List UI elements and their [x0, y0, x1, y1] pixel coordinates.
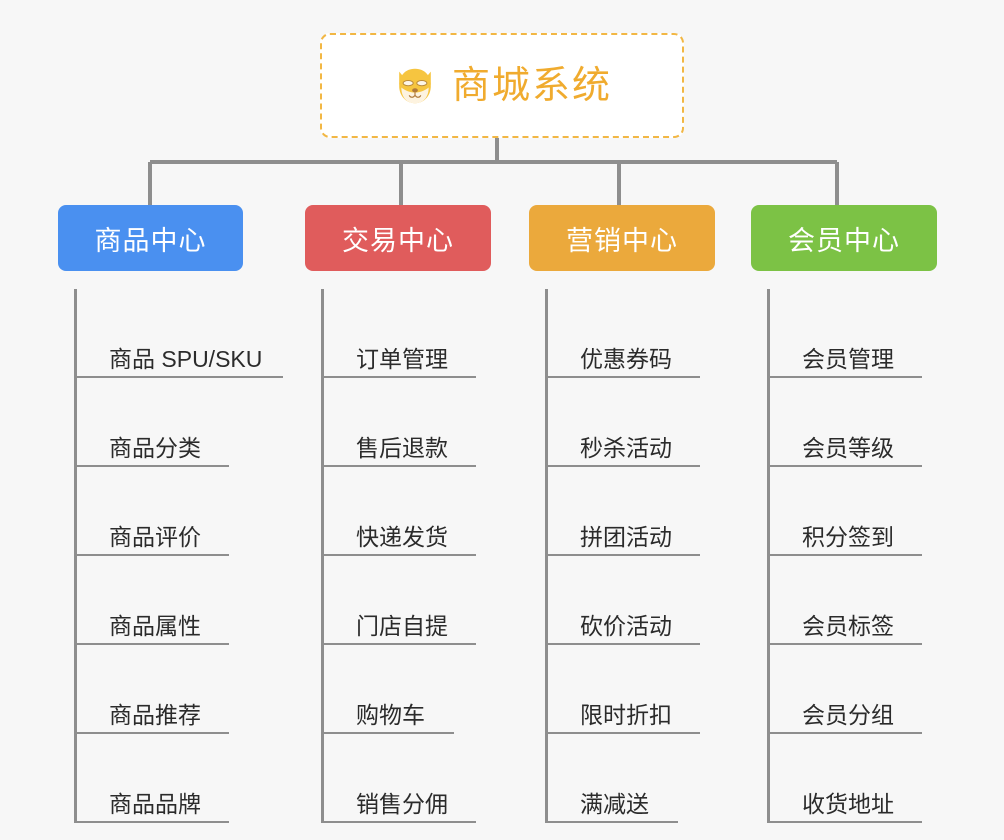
list-item[interactable]: 积分签到 [770, 467, 937, 556]
list-item[interactable]: 销售分佣 [324, 734, 491, 823]
list-item[interactable]: 限时折扣 [548, 645, 715, 734]
category-title-0: 商品中心 [94, 225, 207, 256]
item-underline [770, 821, 922, 823]
list-item[interactable]: 售后退款 [324, 378, 491, 467]
list-item-label: 购物车 [356, 702, 425, 728]
list-item-label: 积分签到 [802, 524, 894, 550]
list-item[interactable]: 秒杀活动 [548, 378, 715, 467]
list-item[interactable]: 优惠券码 [548, 289, 715, 378]
list-item-label: 商品分类 [109, 435, 201, 461]
item-underline [548, 732, 700, 734]
list-item[interactable]: 订单管理 [324, 289, 491, 378]
category-column-0: 商品中心 商品 SPU/SKU 商品分类 商品评价 商品属性 商品推荐 [58, 205, 283, 823]
category-items-2: 优惠券码 秒杀活动 拼团活动 砍价活动 限时折扣 满减送 [545, 289, 715, 823]
list-item[interactable]: 快递发货 [324, 467, 491, 556]
list-item-label: 商品 SPU/SKU [109, 346, 263, 372]
item-underline [77, 732, 229, 734]
list-item-label: 会员标签 [802, 613, 894, 639]
item-underline [324, 554, 476, 556]
list-item-label: 优惠券码 [580, 346, 672, 372]
list-item-label: 商品评价 [109, 524, 201, 550]
list-item-label: 快递发货 [356, 524, 448, 550]
category-header-3[interactable]: 会员中心 [751, 205, 937, 271]
list-item-label: 销售分佣 [356, 791, 448, 817]
list-item[interactable]: 商品推荐 [77, 645, 243, 734]
list-item[interactable]: 商品属性 [77, 556, 243, 645]
category-column-1: 交易中心 订单管理 售后退款 快递发货 门店自提 购物车 [305, 205, 491, 823]
list-item-label: 拼团活动 [580, 524, 672, 550]
category-items-1: 订单管理 售后退款 快递发货 门店自提 购物车 销售分佣 [321, 289, 491, 823]
item-underline [77, 465, 229, 467]
item-underline [548, 821, 678, 823]
list-item[interactable]: 会员标签 [770, 556, 937, 645]
list-item-label: 商品推荐 [109, 702, 201, 728]
root-node-container: 商城系统 [0, 0, 1004, 140]
item-underline [77, 643, 229, 645]
list-item[interactable]: 购物车 [324, 645, 491, 734]
shiba-dog-face-icon [392, 63, 438, 109]
list-item-label: 会员等级 [802, 435, 894, 461]
category-column-3: 会员中心 会员管理 会员等级 积分签到 会员标签 会员分组 [751, 205, 937, 823]
category-title-3: 会员中心 [788, 225, 900, 256]
item-underline [770, 643, 922, 645]
list-item-label: 限时折扣 [580, 702, 672, 728]
list-item[interactable]: 砍价活动 [548, 556, 715, 645]
item-underline [770, 732, 922, 734]
item-underline [770, 376, 922, 378]
list-item[interactable]: 拼团活动 [548, 467, 715, 556]
list-item-label: 收货地址 [802, 791, 894, 817]
list-item[interactable]: 商品分类 [77, 378, 243, 467]
list-item-label: 会员分组 [802, 702, 894, 728]
list-item[interactable]: 会员等级 [770, 378, 937, 467]
item-underline [77, 554, 229, 556]
list-item[interactable]: 会员分组 [770, 645, 937, 734]
category-items-0: 商品 SPU/SKU 商品分类 商品评价 商品属性 商品推荐 商品品牌 [74, 289, 283, 823]
category-items-3: 会员管理 会员等级 积分签到 会员标签 会员分组 收货地址 [767, 289, 937, 823]
category-header-2[interactable]: 营销中心 [529, 205, 715, 271]
item-underline [77, 821, 229, 823]
item-underline [770, 554, 922, 556]
root-title: 商城系统 [451, 64, 612, 107]
list-item-label: 会员管理 [802, 346, 894, 372]
item-underline [548, 643, 700, 645]
category-title-2: 营销中心 [566, 225, 678, 256]
item-underline [324, 732, 454, 734]
root-node[interactable]: 商城系统 [320, 33, 684, 138]
list-item-label: 商品属性 [109, 613, 201, 639]
list-item[interactable]: 满减送 [548, 734, 715, 823]
list-item[interactable]: 商品品牌 [77, 734, 243, 823]
category-header-1[interactable]: 交易中心 [305, 205, 491, 271]
category-title-1: 交易中心 [342, 225, 454, 256]
category-column-2: 营销中心 优惠券码 秒杀活动 拼团活动 砍价活动 限时折扣 [529, 205, 715, 823]
category-header-0[interactable]: 商品中心 [58, 205, 243, 271]
list-item[interactable]: 商品 SPU/SKU [77, 289, 283, 378]
item-underline [548, 554, 700, 556]
item-underline [77, 376, 283, 378]
list-item-label: 商品品牌 [109, 791, 201, 817]
item-underline [324, 376, 476, 378]
list-item[interactable]: 收货地址 [770, 734, 937, 823]
category-columns: 商品中心 商品 SPU/SKU 商品分类 商品评价 商品属性 商品推荐 [0, 205, 1004, 823]
item-underline [548, 465, 700, 467]
list-item-label: 满减送 [580, 791, 649, 817]
item-underline [324, 643, 476, 645]
list-item-label: 订单管理 [356, 346, 448, 372]
list-item-label: 门店自提 [356, 613, 448, 639]
list-item-label: 砍价活动 [580, 613, 672, 639]
item-underline [324, 821, 476, 823]
list-item[interactable]: 门店自提 [324, 556, 491, 645]
list-item[interactable]: 会员管理 [770, 289, 937, 378]
list-item[interactable]: 商品评价 [77, 467, 243, 556]
item-underline [548, 376, 700, 378]
list-item-label: 售后退款 [356, 435, 448, 461]
item-underline [770, 465, 922, 467]
item-underline [324, 465, 476, 467]
list-item-label: 秒杀活动 [580, 435, 672, 461]
